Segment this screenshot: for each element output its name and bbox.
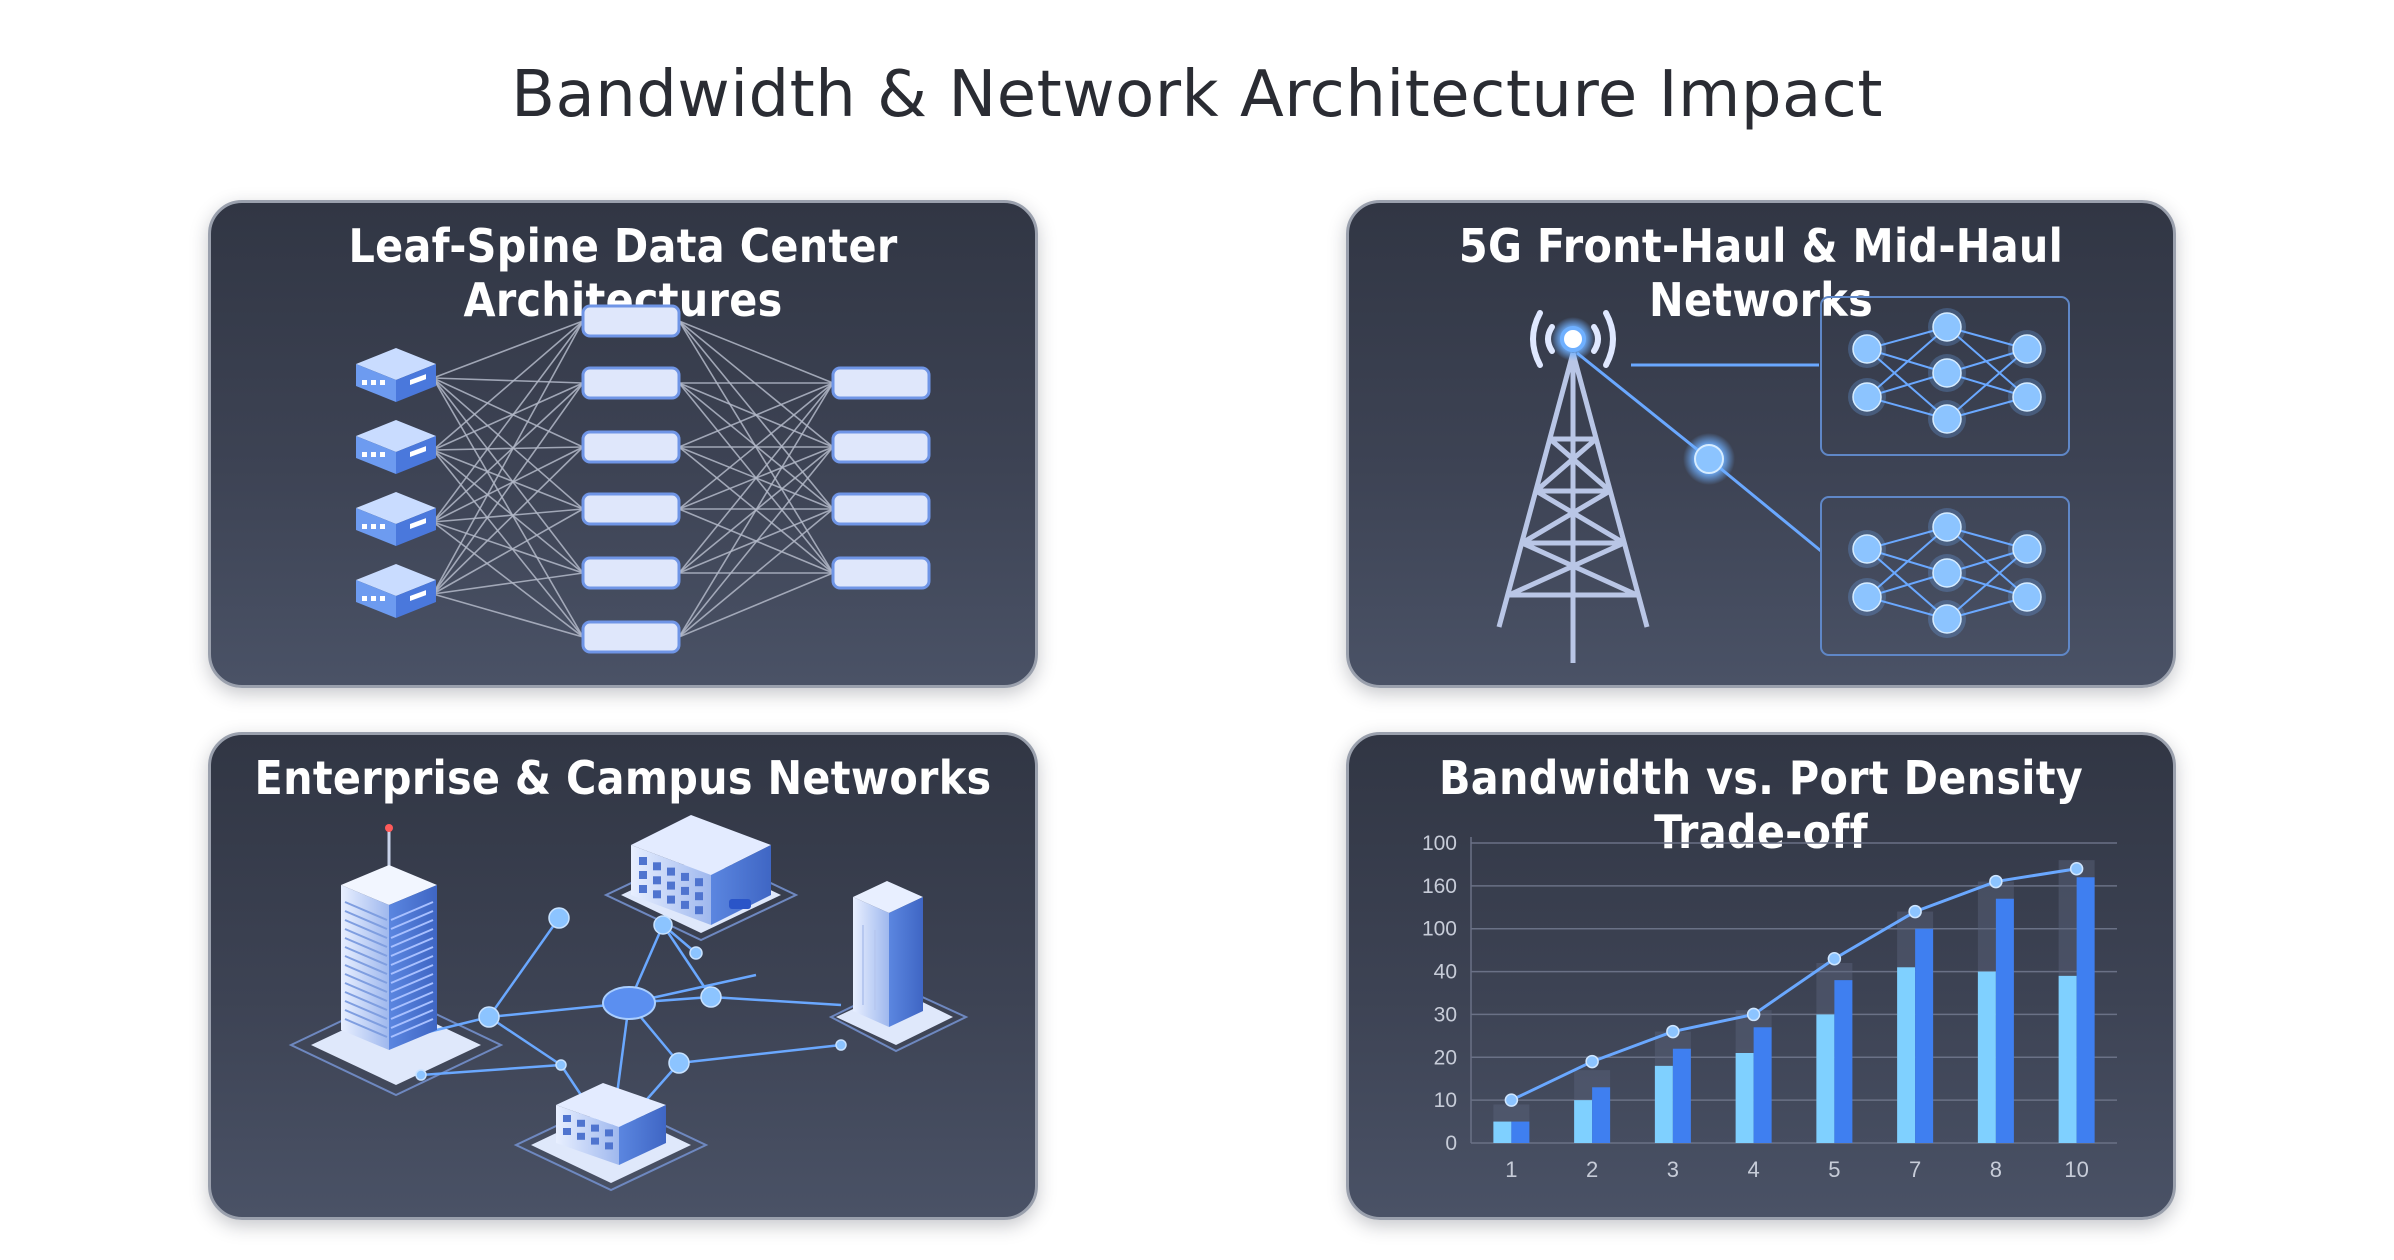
x-tick-label: 2 <box>1586 1157 1598 1182</box>
server-icon <box>356 420 436 474</box>
datacenter-icon <box>853 881 923 1027</box>
chart-bar-a <box>1977 971 1996 1143</box>
skyscraper-icon <box>341 824 437 1050</box>
leaf-switch <box>831 492 931 526</box>
x-tick-label: 8 <box>1990 1157 2002 1182</box>
server-icon <box>356 348 436 402</box>
fiveg-panel: 5G Front-Haul & Mid-Haul Networks <box>1346 200 2176 688</box>
antenna-signal-icon <box>1530 310 1616 368</box>
leaf-spine-title: Leaf-Spine Data Center Architectures <box>348 219 898 327</box>
x-tick-label: 3 <box>1667 1157 1679 1182</box>
x-tick-label: 10 <box>2064 1157 2088 1182</box>
server-icon <box>356 492 436 546</box>
chart-bar-a <box>1816 1014 1835 1143</box>
chart-point <box>1666 1024 1680 1039</box>
x-tick-label: 1 <box>1505 1157 1517 1182</box>
leaf-switch <box>831 430 931 464</box>
neural-net-icon-top <box>1848 308 2046 438</box>
y-tick-label: 0 <box>1445 1132 1457 1155</box>
chart-bar-a <box>1897 967 1916 1143</box>
core-switch <box>602 986 656 1020</box>
y-tick-label: 160 <box>1422 875 1457 898</box>
chart-point <box>1504 1093 1519 1107</box>
chart-bar-a <box>1574 1100 1593 1143</box>
tradeoff-chart: 0 10 20 30 40 100 160 100 1 2 3 4 5 7 8 10 <box>1422 832 2117 1182</box>
server-icon <box>356 564 436 618</box>
fiveg-title: 5G Front-Haul & Mid-Haul Networks <box>1458 219 2064 327</box>
spine-switch <box>581 620 681 654</box>
chart-bar-b <box>1592 1087 1611 1143</box>
chart-point <box>1908 904 1922 919</box>
leaf-switch <box>831 366 931 400</box>
midhaul-cluster-box <box>1820 496 2070 656</box>
y-tick-label: 10 <box>1434 1089 1457 1112</box>
x-tick-label: 4 <box>1748 1157 1760 1182</box>
cell-tower-icon <box>1496 352 1650 663</box>
leaf-spine-panel: Leaf-Spine Data Center Architectures <box>208 200 1038 688</box>
chart-bar-b <box>1995 898 2014 1143</box>
chart-trend-line <box>1510 867 2077 1102</box>
chart-bar-b <box>2076 877 2095 1143</box>
enterprise-panel: Enterprise & Campus Networks <box>208 732 1038 1220</box>
chart-point <box>2069 861 2084 876</box>
antenna-head <box>1560 326 1586 352</box>
chart-bar-a <box>2058 975 2077 1143</box>
spine-switch <box>581 556 681 590</box>
x-tick-label: 5 <box>1828 1157 1840 1182</box>
tradeoff-panel: Bandwidth vs. Port Density Trade-off 0 10… <box>1346 732 2176 1220</box>
office-car-icon <box>729 899 751 909</box>
page-title: Bandwidth & Network Architecture Impact <box>511 58 1883 132</box>
enterprise-title: Enterprise & Campus Networks <box>254 751 992 805</box>
x-tick-label: 7 <box>1909 1157 1921 1182</box>
tradeoff-title: Bandwidth vs. Port Density Trade-off <box>1438 751 2084 859</box>
chart-bar-a <box>1654 1065 1673 1143</box>
chart-point <box>1746 1007 1761 1022</box>
office-building-top-icon <box>631 815 771 925</box>
y-tick-label: 100 <box>1422 832 1457 855</box>
relay-node <box>1694 444 1724 474</box>
chart-bar-a <box>1493 1121 1512 1143</box>
campus-nodes <box>415 907 847 1081</box>
chart-bar-b <box>1511 1121 1530 1143</box>
chart-bar-b <box>1753 1027 1772 1143</box>
fronthaul-cluster-box <box>1820 296 2070 456</box>
chart-point <box>1989 874 2003 889</box>
fiveg-diagram <box>1496 296 2070 663</box>
y-tick-label: 40 <box>1434 961 1457 984</box>
spine-switch <box>581 430 681 464</box>
y-tick-label: 20 <box>1434 1046 1457 1069</box>
chart-bar-b <box>1834 980 1853 1143</box>
leaf-switch <box>831 556 931 590</box>
chart-bar-a <box>1735 1053 1754 1143</box>
neural-net-icon-bottom <box>1848 508 2046 638</box>
midhaul-link-a <box>1576 351 1710 461</box>
chart-bar-b <box>1672 1048 1691 1143</box>
leaf-spine-links <box>432 320 834 638</box>
leaf-spine-diagram <box>356 304 931 654</box>
y-tick-label: 100 <box>1422 918 1457 941</box>
y-tick-label: 30 <box>1434 1003 1457 1026</box>
spine-switch <box>581 304 681 338</box>
spine-switch <box>581 366 681 400</box>
chart-point <box>1585 1054 1599 1069</box>
chart-bar-b <box>1915 928 1934 1143</box>
spine-switch <box>581 492 681 526</box>
enterprise-diagram <box>288 815 969 1192</box>
chart-point <box>1827 951 1842 966</box>
office-building-bottom-icon <box>556 1083 666 1165</box>
